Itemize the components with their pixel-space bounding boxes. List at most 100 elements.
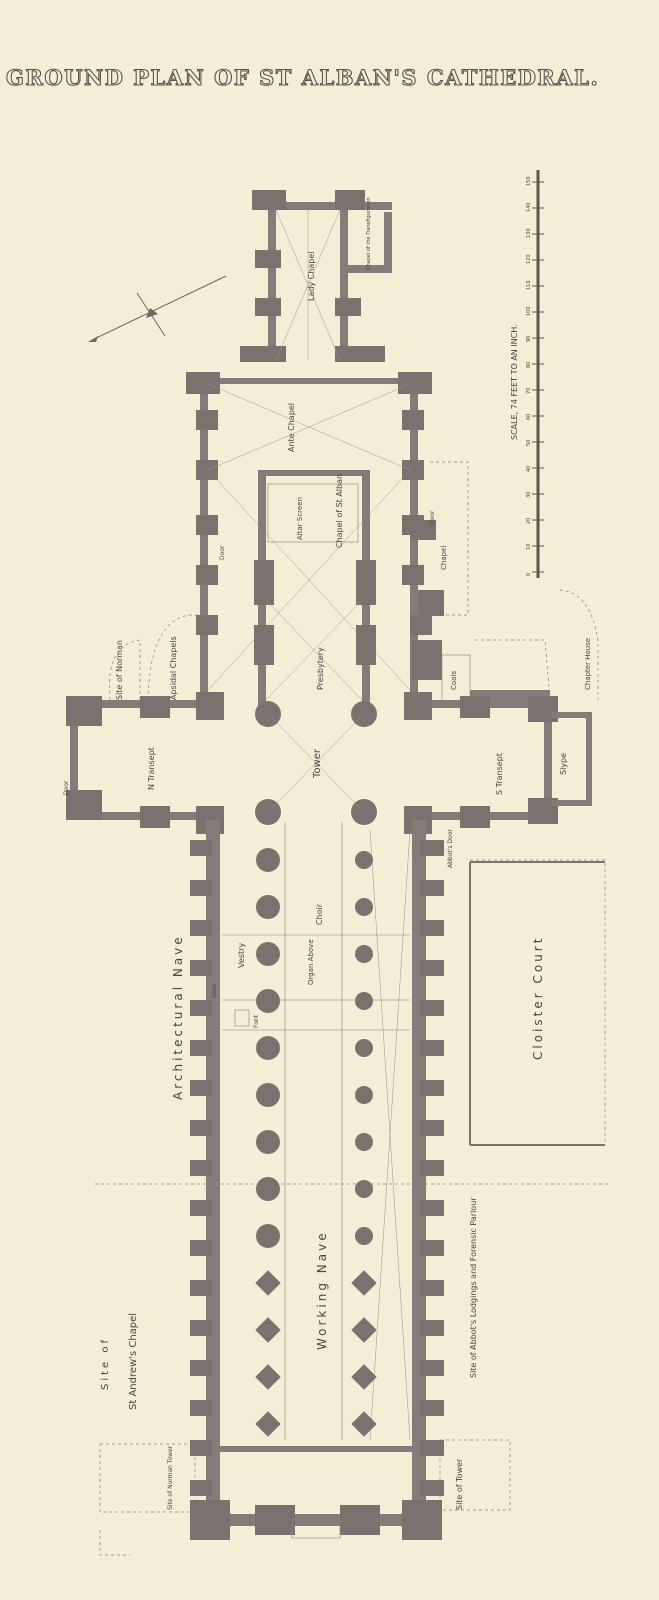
buttress [420, 1320, 444, 1336]
scale-tick-label: 150 [526, 176, 532, 186]
nave-pier [355, 1133, 373, 1151]
scale-label: SCALE, 74 FEET TO AN INCH. [510, 324, 519, 440]
label-door-south: Door [429, 510, 436, 525]
label-site-of-tower: Site of Tower [455, 1458, 464, 1510]
nave-pier [256, 942, 280, 966]
ante-chapel [186, 372, 432, 698]
label-st-andrews-chapel: St Andrew's Chapel [128, 1313, 139, 1410]
scale-tick-label: 70 [526, 388, 532, 394]
nave-pier [355, 1039, 373, 1057]
nave-pier [355, 1086, 373, 1104]
label-chapel: Chapel [440, 546, 448, 570]
scale-tick-label: 110 [526, 280, 532, 290]
label-tower: Tower [312, 748, 323, 779]
label-choir: Choir [315, 903, 324, 925]
buttress [190, 1400, 212, 1416]
buttress [420, 1080, 444, 1096]
buttress [190, 1280, 212, 1296]
scale-tick-label: 80 [526, 362, 532, 368]
scale-tick-label: 20 [526, 518, 532, 524]
label-slype: Slype [559, 753, 568, 775]
buttress [420, 1360, 444, 1376]
buttress [190, 960, 212, 976]
label-vestry: Vestry [237, 943, 246, 968]
label-door-northwest: Door [63, 780, 70, 795]
scale-tick-label: 40 [526, 466, 532, 472]
nave-pier [256, 989, 280, 1013]
nave-pier [256, 895, 280, 919]
label-s-transept: S Transept [495, 753, 504, 795]
label-door-nave: Door [211, 983, 218, 998]
nave-pier [351, 1317, 377, 1343]
buttress [190, 1160, 212, 1176]
scale-tick-label: 10 [526, 544, 532, 550]
scale-tick-label: 130 [526, 228, 532, 238]
label-abbots-door: Abbot's Door [447, 829, 454, 868]
buttress [420, 1200, 444, 1216]
label-font: Font [253, 1014, 260, 1028]
buttress [190, 920, 212, 936]
scale-tick-label: 0 [526, 573, 532, 576]
buttress [190, 1360, 212, 1376]
label-saints-chapel: Chapel of St Alban [335, 474, 344, 548]
nave-pier [351, 1270, 377, 1296]
label-organ-above: Organ Above [307, 939, 315, 985]
label-presbytery: Presbytery [316, 647, 325, 690]
buttress [420, 840, 444, 856]
buttress [190, 1120, 212, 1136]
label-abbots-lodgings: Site of Abbot's Lodgings and Forensic Pa… [469, 1197, 478, 1378]
label-site-of-norman: Site of Norman [115, 640, 124, 700]
buttress [190, 1000, 212, 1016]
nave [190, 820, 444, 1540]
nave-pier [255, 1270, 281, 1296]
nave-pier [255, 1364, 281, 1390]
nave-pier [256, 1083, 280, 1107]
nave-pier [255, 1411, 281, 1437]
nave-pier [255, 1317, 281, 1343]
buttress [420, 920, 444, 936]
nave-pier [256, 1177, 280, 1201]
cloister-walk [469, 861, 605, 1146]
scale-tick-label: 140 [526, 202, 532, 212]
scale-tick-label: 100 [526, 306, 532, 316]
label-working-nave: Working Nave [315, 1230, 329, 1350]
crossing-and-transepts [66, 692, 592, 834]
buttress [190, 1200, 212, 1216]
label-norman-tower: Site of Norman Tower [167, 1445, 174, 1510]
plan-title: GROUND PLAN OF ST ALBAN'S CATHEDRAL. [6, 65, 599, 90]
label-architectural-nave: Architectural Nave [171, 934, 185, 1100]
nave-pier [351, 1364, 377, 1390]
buttress [190, 1040, 212, 1056]
nave-pier [355, 851, 373, 869]
presbytery [254, 470, 376, 710]
buttress [420, 1160, 444, 1176]
label-coals: Coals [450, 671, 458, 690]
buttress [420, 1280, 444, 1296]
buttress [420, 1040, 444, 1056]
label-ante-chapel: Ante Chapel [287, 403, 296, 452]
buttress [420, 1120, 444, 1136]
nave-pier [256, 1036, 280, 1060]
nave-pier [256, 1224, 280, 1248]
nave-pier [355, 1180, 373, 1198]
buttress [190, 880, 212, 896]
lady-chapel [240, 190, 392, 362]
south-chapels [410, 520, 550, 706]
buttress [190, 1240, 212, 1256]
buttress [190, 1480, 212, 1496]
nave-pier [355, 945, 373, 963]
buttress [420, 1440, 444, 1456]
compass-rose-icon [88, 275, 227, 342]
buttress [420, 1240, 444, 1256]
nave-pier [355, 898, 373, 916]
buttress [190, 840, 212, 856]
buttress [420, 880, 444, 896]
scale-tick-label: 50 [526, 440, 532, 446]
scale-tick-label: 90 [526, 336, 532, 342]
buttress [190, 1440, 212, 1456]
buttress [190, 1320, 212, 1336]
nave-pier [256, 1130, 280, 1154]
scale-tick-label: 30 [526, 492, 532, 498]
